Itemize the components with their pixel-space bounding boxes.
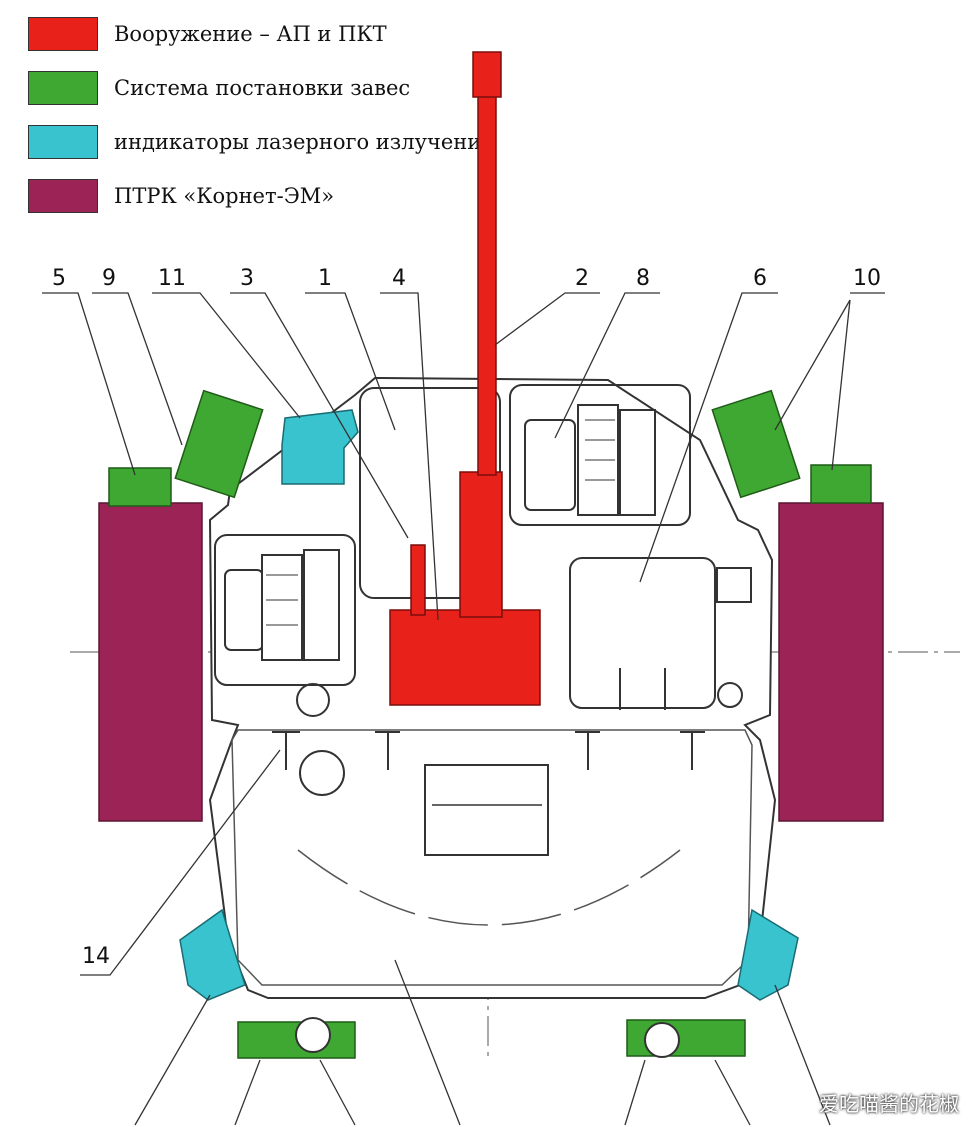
- traverse-arc: [297, 849, 681, 926]
- smoke-launcher-right-1: [810, 464, 872, 504]
- callout-4: 4: [392, 266, 406, 291]
- smoke-launchers: [108, 389, 872, 1059]
- gunner-sight-housing: [214, 534, 356, 686]
- periscope-port: [299, 750, 345, 796]
- legend-label-smoke: Система постановки завес: [114, 76, 411, 100]
- small-port: [717, 682, 743, 708]
- legend-item-atgm: ПТРК «Корнет-ЭМ»: [28, 176, 334, 216]
- callout-3: 3: [240, 266, 254, 291]
- rear-hatch: [424, 764, 549, 856]
- legend-label-weapons: Вооружение – АП и ПКТ: [114, 22, 387, 46]
- callout-11: 11: [158, 266, 186, 291]
- legend-swatch-atgm: [28, 179, 98, 213]
- square-port: [716, 567, 752, 603]
- gunner-hatch: [569, 557, 716, 709]
- rear-left-mount: [295, 1017, 331, 1053]
- vent-port: [296, 683, 330, 717]
- callout-10: 10: [853, 266, 881, 291]
- callout-1: 1: [318, 266, 332, 291]
- commander-sight-housing: [509, 384, 691, 526]
- atgm-launcher-left: [98, 502, 203, 822]
- muzzle-brake: [472, 51, 502, 98]
- laser-sensor-front: [281, 409, 359, 485]
- legend-label-laser: индикаторы лазерного излучения: [114, 130, 495, 154]
- legend-label-atgm: ПТРК «Корнет-ЭМ»: [114, 184, 335, 208]
- legend-item-weapons: Вооружение – АП и ПКТ: [28, 14, 387, 54]
- roof-hooks: [272, 668, 705, 770]
- callout-2: 2: [575, 266, 589, 291]
- rear-right-mount: [644, 1022, 680, 1058]
- watermark: 爱吃喵酱的花椒: [819, 1092, 959, 1116]
- callout-9: 9: [102, 266, 116, 291]
- smoke-launcher-left-1: [108, 467, 172, 507]
- callout-5: 5: [52, 266, 66, 291]
- cannon-breech: [459, 471, 503, 618]
- callout-8: 8: [636, 266, 650, 291]
- smoke-launcher-right-2: [711, 389, 801, 499]
- gunner-sight: [224, 549, 340, 661]
- atgm-launcher-right: [778, 502, 884, 822]
- legend-item-smoke: Система постановки завес: [28, 68, 410, 108]
- callout-14: 14: [82, 944, 110, 969]
- coaxial-machine-gun: [410, 544, 426, 616]
- laser-sensor-rear-left: [179, 908, 246, 1001]
- legend-swatch-smoke: [28, 71, 98, 105]
- smoke-launcher-left-2: [174, 389, 264, 499]
- commander-sight: [524, 404, 656, 516]
- weapon-system: [389, 51, 541, 706]
- laser-sensor-rear-right: [737, 908, 799, 1001]
- cannon-barrel: [477, 94, 497, 476]
- laser-warning-receivers: [179, 409, 799, 1001]
- gun-mantlet: [389, 609, 541, 706]
- legend-swatch-laser: [28, 125, 98, 159]
- callout-6: 6: [753, 266, 767, 291]
- legend-item-laser: индикаторы лазерного излучения: [28, 122, 495, 162]
- leader-lines: [42, 292, 885, 1126]
- legend-swatch-weapons: [28, 17, 98, 51]
